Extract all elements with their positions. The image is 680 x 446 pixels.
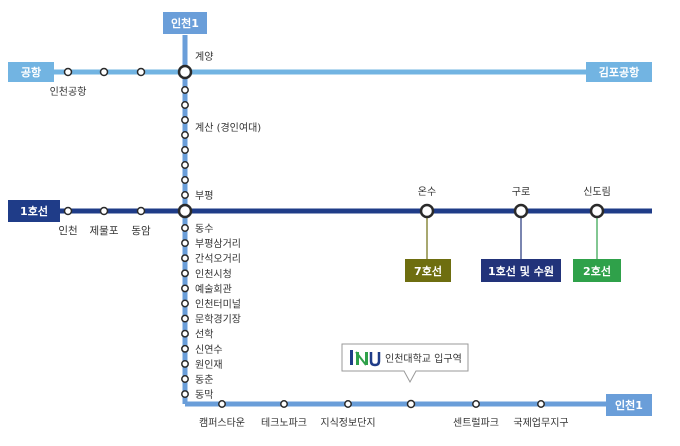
station-label-gyeyang: 계양 [195,51,213,63]
station-marker [99,67,109,77]
incheon1-bottom-tag: 인천1 [606,394,652,416]
incheon1-top-tag: 인천1 [163,12,207,34]
station-label-east: 센트럴파크 [453,416,499,429]
station-label-south: 부평삼거리 [195,238,241,250]
station-label-south: 인천시청 [195,268,232,280]
station-marker [181,314,189,323]
station-marker [181,329,189,338]
inu-callout-text: 인천대학교 입구역 [385,352,462,365]
station-marker [181,224,189,232]
station-marker [472,400,480,408]
svg-text:공항: 공항 [21,65,41,79]
line7-tag: 7호선 [405,259,451,282]
station-marker-inu [406,399,416,409]
transfer-marker-onsu [419,203,435,219]
station-marker [181,86,189,94]
transfer-marker-guro [513,203,529,219]
upper-stations [181,86,189,214]
line2-tag: 2호선 [573,259,621,282]
svg-text:인천1: 인천1 [171,16,199,30]
station-marker [181,239,189,248]
station-label-incheon: 인천 [58,225,77,237]
station-marker [63,206,73,216]
svg-text:김포공항: 김포공항 [599,65,639,79]
station-marker [181,116,189,124]
station-marker [181,375,189,383]
station-label-east: 지식정보단지 [320,417,375,429]
station-label-east: 테크노파크 [261,417,307,429]
airport-tag: 공항 [8,62,54,82]
station-marker [181,284,189,293]
svg-text:인천1: 인천1 [615,398,643,412]
station-marker [537,400,545,408]
station-label-south: 동막 [195,389,213,401]
station-label-east: 캠퍼스타운 [199,417,245,429]
station-marker [181,176,189,184]
station-label-jemulpo: 제물포 [90,225,119,237]
inu-logo [350,350,381,367]
station-marker [99,206,109,216]
station-marker [181,299,189,308]
station-marker [181,101,189,109]
svg-text:1호선 및 수원: 1호선 및 수원 [488,264,554,278]
line1-tag: 1호선 [8,200,60,222]
station-marker [63,67,73,77]
station-marker [136,67,146,77]
station-label-onsu: 온수 [418,186,436,198]
transfer-marker-sindorim [589,203,605,219]
station-marker [181,146,189,154]
gimpo-tag: 김포공항 [586,62,652,82]
transfer-marker-bupyeong [177,203,193,219]
station-marker [181,191,189,199]
east-stations: 캠퍼스타운 테크노파크 지식정보단지 센트럴파크 국제업무지구 [199,400,569,429]
station-marker [181,344,189,353]
station-marker [181,390,189,399]
station-marker [280,400,288,408]
svg-text:1호선: 1호선 [20,204,48,218]
station-marker [181,359,189,368]
station-label-south: 문학경기장 [195,313,241,326]
svg-text:2호선: 2호선 [583,264,611,278]
station-marker [136,206,146,216]
south-stations: 동수부평삼거리간석오거리인천시청예술회관인천터미널문학경기장선학신연수원인재동춘… [181,223,241,401]
station-label-south: 원인재 [195,359,223,371]
station-label-guro: 구로 [512,187,530,198]
station-label-east: 국제업무지구 [513,416,568,429]
station-label-south: 동춘 [195,374,213,386]
station-marker [181,131,189,139]
station-label-south: 신연수 [195,344,223,356]
station-label-bupyeong: 부평 [195,190,213,202]
station-label-south: 간석오거리 [195,253,241,265]
station-label-dongam: 동암 [131,225,151,237]
transfer-marker-gyeyang [177,64,193,80]
station-marker [181,161,189,169]
station-marker [181,254,189,263]
station-label-south: 인천터미널 [195,299,241,311]
station-label-south: 동수 [195,223,213,235]
station-marker [218,400,226,408]
inu-callout: 인천대학교 입구역 [341,343,469,384]
station-label-incheon-airport: 인천공항 [50,86,87,98]
line1-suwon-tag: 1호선 및 수원 [481,259,561,282]
station-marker [344,400,352,408]
station-label-south: 예술회관 [195,283,232,295]
station-label-gyesan: 계산 (경인여대) [195,121,261,134]
station-marker [181,269,189,278]
svg-text:7호선: 7호선 [414,264,442,278]
station-label-sindorim: 신도림 [583,186,611,198]
station-label-south: 선학 [195,329,213,341]
